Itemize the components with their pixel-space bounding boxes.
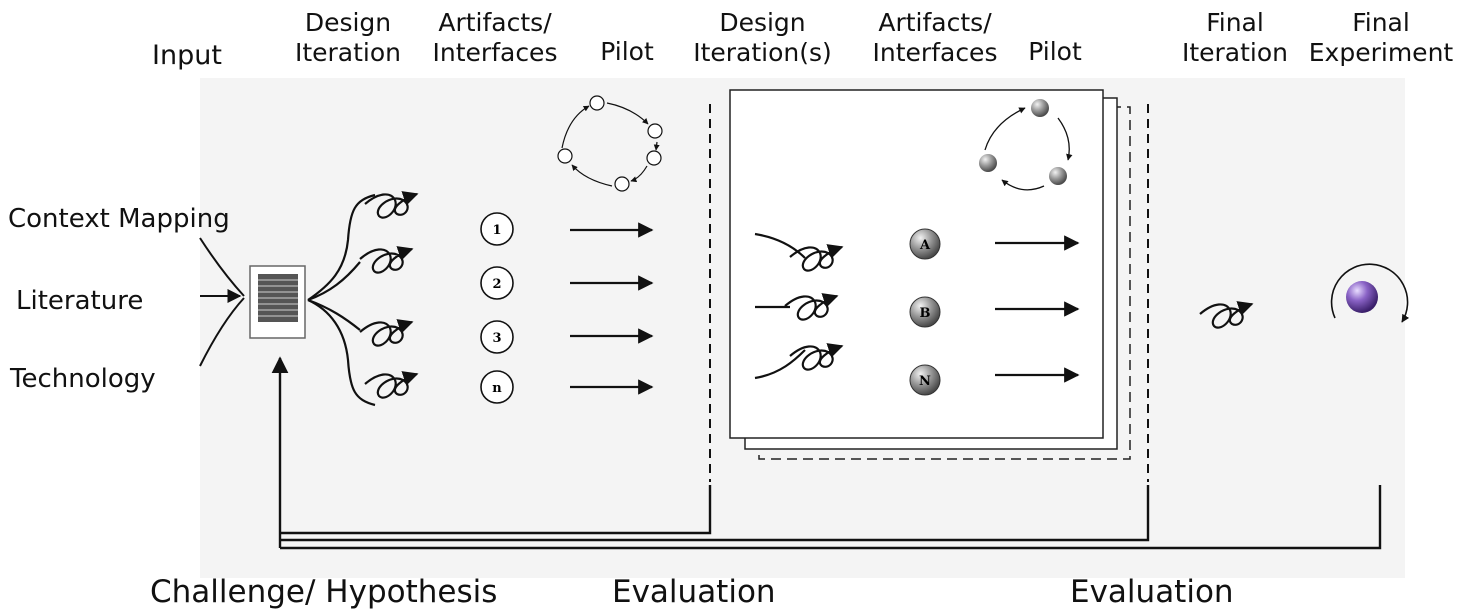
artifacts-stage-2	[909, 228, 941, 396]
artifact-1: 1	[492, 223, 501, 238]
label-pilot-2: Pilot	[1028, 37, 1082, 66]
label-artifacts-interfaces-2: Artifacts/Interfaces	[872, 8, 998, 67]
design-iteration-2-curves	[754, 232, 806, 380]
final-experiment-icon	[1330, 263, 1410, 323]
artifact-n: n	[492, 381, 502, 396]
pilot-1-arrows	[570, 222, 654, 395]
label-input: Input	[152, 40, 222, 71]
squiggle-icon	[360, 249, 412, 273]
iteration-pages-stack	[729, 89, 1131, 460]
artifact-2: 2	[492, 277, 501, 292]
label-evaluation-1: Evaluation	[612, 574, 776, 610]
input-technology: Technology	[10, 364, 156, 394]
squiggle-icon	[365, 194, 417, 218]
squiggle-icon	[365, 374, 417, 398]
label-evaluation-2: Evaluation	[1070, 574, 1234, 610]
pilot-2-cycle-icon	[979, 99, 1073, 191]
document-icon	[249, 265, 306, 339]
artifact-b: B	[920, 306, 931, 321]
pilot-1-cycle-icon	[557, 95, 663, 192]
input-context-mapping: Context Mapping	[8, 204, 230, 234]
pilot-2-arrows	[995, 235, 1080, 383]
artifact-n-sphere: N	[919, 374, 931, 389]
final-iteration-squiggle-icon	[1200, 304, 1252, 328]
feedback-loops	[271, 356, 1382, 550]
artifacts-stage-1	[480, 212, 514, 404]
input-fan-lines	[199, 237, 245, 367]
label-pilot-1: Pilot	[600, 37, 654, 66]
separator-dashed-lines	[709, 104, 1149, 482]
label-artifacts-interfaces-1: Artifacts/Interfaces	[432, 8, 558, 67]
input-literature: Literature	[16, 286, 144, 316]
label-challenge-hypothesis: Challenge/ Hypothesis	[150, 574, 498, 610]
artifact-a: A	[919, 238, 931, 253]
squiggle-icon	[360, 322, 412, 346]
artifact-3: 3	[492, 331, 501, 346]
design-iteration-1-bracket	[307, 193, 376, 407]
